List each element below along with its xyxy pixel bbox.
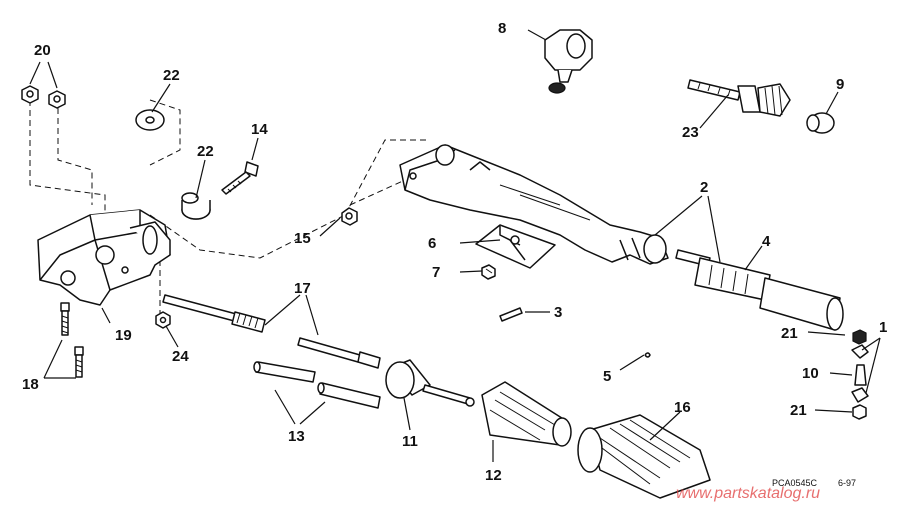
watermark: www.partskatalog.ru xyxy=(676,485,820,502)
phantom-lines xyxy=(29,99,430,315)
callout-12: 12 xyxy=(485,467,502,484)
callout-23: 23 xyxy=(682,124,699,141)
part-22-bushing-lower xyxy=(181,192,211,220)
part-18-screws xyxy=(60,302,84,378)
callout-22-lower: 22 xyxy=(197,143,214,160)
part-7-screw xyxy=(481,264,496,280)
callout-3: 3 xyxy=(554,304,562,321)
part-16-grip xyxy=(577,414,711,499)
part-2-tiller-arm xyxy=(399,144,669,265)
callout-4: 4 xyxy=(762,233,771,250)
part-24-nut xyxy=(155,311,171,329)
callout-11: 11 xyxy=(402,433,418,450)
reference-code: PCA0545C 6-97 xyxy=(772,478,856,488)
callout-21-lower: 21 xyxy=(790,402,807,419)
part-15-nut xyxy=(341,207,358,226)
callout-20: 20 xyxy=(34,42,51,59)
callout-14: 14 xyxy=(251,121,268,138)
callout-8: 8 xyxy=(498,20,506,37)
part-8-housing xyxy=(544,29,593,94)
callout-2: 2 xyxy=(700,179,708,196)
part-22-washer-upper xyxy=(135,109,165,131)
part-19-bracket xyxy=(37,209,171,306)
callout-7: 7 xyxy=(432,264,440,281)
callout-19: 19 xyxy=(115,327,132,344)
callout-6: 6 xyxy=(428,235,436,252)
callout-17: 17 xyxy=(294,280,311,297)
part-20-nuts xyxy=(21,85,66,109)
reference-code-text: PCA0545C xyxy=(772,478,818,488)
callout-15: 15 xyxy=(294,230,311,247)
part-9-cap xyxy=(806,112,835,134)
callout-13: 13 xyxy=(288,428,305,445)
leader-lines xyxy=(29,29,881,462)
part-17-cable xyxy=(162,294,381,369)
part-12-sleeve xyxy=(481,381,572,447)
part-11-core xyxy=(385,359,475,407)
callout-9: 9 xyxy=(836,76,844,93)
callout-21-upper: 21 xyxy=(781,325,798,342)
callout-1: 1 xyxy=(879,319,887,336)
part-23-switch xyxy=(687,79,791,117)
callout-labels: 20 22 22 14 8 23 9 2 4 6 7 15 3 5 21 1 1… xyxy=(22,20,887,484)
callout-5: 5 xyxy=(603,368,611,385)
part-3-pin xyxy=(499,307,523,322)
callout-10: 10 xyxy=(802,365,819,382)
callout-18: 18 xyxy=(22,376,39,393)
callout-24: 24 xyxy=(172,348,189,365)
part-5-spring xyxy=(644,352,651,358)
callout-16: 16 xyxy=(674,399,691,416)
part-13-tubes xyxy=(253,361,381,409)
reference-date-text: 6-97 xyxy=(838,478,856,488)
part-14-bolt xyxy=(221,161,259,195)
callout-22-upper: 22 xyxy=(163,67,180,84)
part-1-assembly xyxy=(851,329,869,420)
part-6-plate xyxy=(475,224,556,269)
part-4-throttle-shaft xyxy=(675,249,844,331)
